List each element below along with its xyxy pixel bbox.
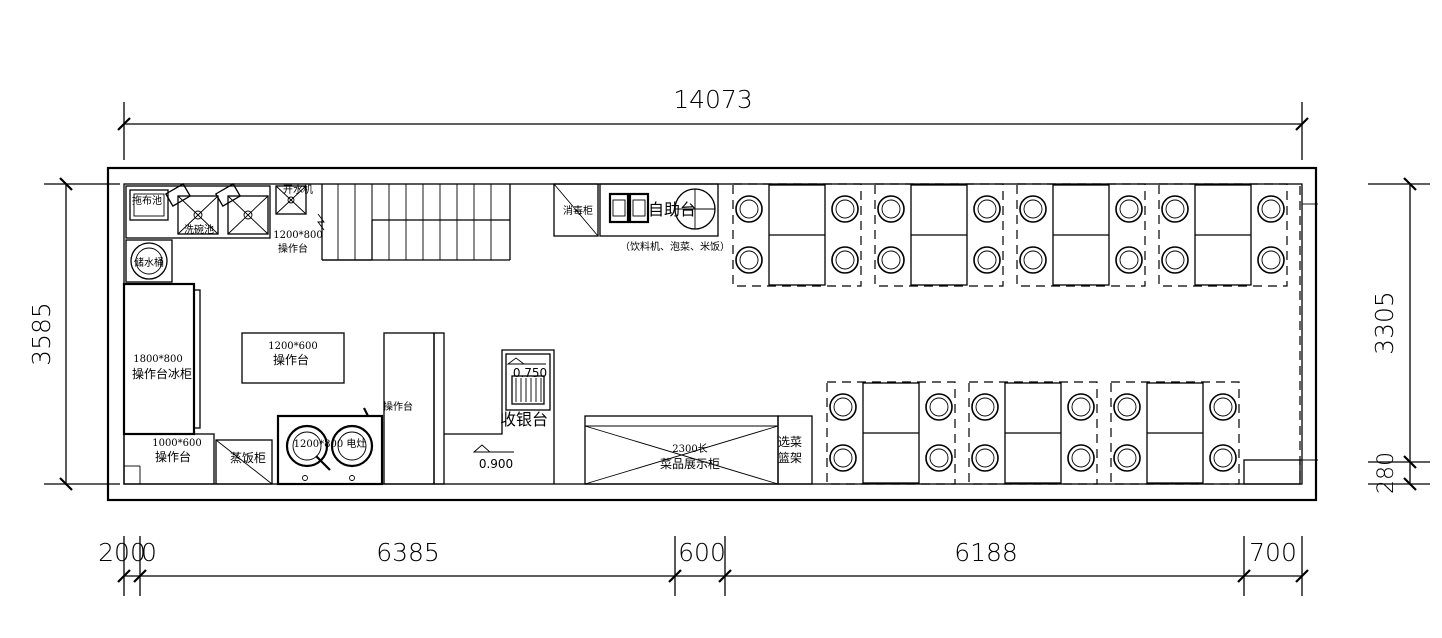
chair-seat — [975, 397, 995, 417]
dim-right-small: 280 — [1374, 452, 1399, 494]
chair-seat — [739, 199, 759, 219]
counter-mid: 操作台 — [383, 332, 445, 485]
label-counter-mid: 操作台 — [383, 400, 413, 413]
dining-table-set — [1110, 381, 1240, 485]
chair-seat — [977, 199, 997, 219]
chair-seat — [1213, 397, 1233, 417]
label-disinfect: 消毒柜 — [563, 204, 593, 217]
disinfect-cabinet: 消毒柜 — [553, 183, 599, 237]
chair-seat — [1117, 448, 1137, 468]
label-mop-sink: 拖布池 — [132, 194, 162, 207]
label-counter-1000-600-size: 1000*600 — [152, 438, 202, 449]
dining-table-set — [732, 183, 862, 287]
label-counter-1000-600-name: 操作台 — [155, 449, 191, 464]
label-water-heater: 开水机 — [283, 183, 313, 196]
label-self-service-note: （饮料机、泡菜、米饭） — [620, 240, 730, 253]
chair-seat — [1213, 448, 1233, 468]
chair-seat — [1117, 397, 1137, 417]
seating-zone — [1158, 183, 1288, 287]
seating-zone — [732, 183, 862, 287]
chair-seat — [1023, 250, 1043, 270]
chair-seat — [929, 397, 949, 417]
chair-seat — [1071, 397, 1091, 417]
chair-seat — [833, 448, 853, 468]
dim-bottom-600: 600 — [678, 538, 726, 567]
cashier-area: 0.750 收银台 0.900 — [444, 349, 555, 484]
dim-bottom-6188: 6188 — [954, 538, 1018, 567]
label-self-service: 自助台 — [648, 200, 696, 219]
seating-zone — [1016, 183, 1146, 287]
label-counter-1200-600-name: 操作台 — [273, 352, 309, 367]
chair-seat — [881, 199, 901, 219]
chair-seat — [835, 250, 855, 270]
label-level-900: 0.900 — [479, 457, 513, 471]
top-dimension: 14073 — [117, 85, 1309, 160]
left-dimension: 3585 — [27, 177, 120, 491]
stove: 1200*800 电灶 — [276, 407, 384, 486]
dim-right-height: 3305 — [1370, 291, 1399, 355]
label-fridge-name: 操作台冰柜 — [132, 366, 192, 381]
dim-total-width: 14073 — [673, 85, 753, 114]
right-boundary — [1243, 186, 1318, 485]
chair-seat — [1023, 199, 1043, 219]
label-counter-1200-800-name: 操作台 — [278, 242, 308, 255]
display-cabinet: 2300长 菜品展示柜 — [584, 415, 779, 485]
label-stove: 1200*800 电灶 — [294, 437, 367, 450]
dim-left-height: 3585 — [27, 302, 56, 366]
dim-bottom-6385: 6385 — [376, 538, 440, 567]
label-counter-1200-600-size: 1200*600 — [268, 341, 318, 352]
chair-seat — [1119, 199, 1139, 219]
chair-seat — [977, 250, 997, 270]
chair-seat — [929, 448, 949, 468]
chair-seat — [1261, 250, 1281, 270]
label-cashier: 收银台 — [500, 410, 548, 429]
self-service-station: 自助台 （饮料机、泡菜、米饭） — [599, 183, 730, 253]
label-fridge-size: 1800*800 — [133, 354, 183, 365]
dining-table-set — [1158, 183, 1288, 287]
chair-seat — [1071, 448, 1091, 468]
dim-bottom-700: 700 — [1249, 538, 1297, 567]
chair-seat — [739, 250, 759, 270]
chair-seat — [1119, 250, 1139, 270]
dining-table-set — [826, 381, 956, 485]
dining-table-set — [874, 183, 1004, 287]
dim-bottom-200: 200 — [98, 538, 146, 567]
chair-seat — [881, 250, 901, 270]
seating-zone — [874, 183, 1004, 287]
chair-seat — [975, 448, 995, 468]
seating-zone — [1110, 381, 1240, 485]
label-display-name: 菜品展示柜 — [660, 457, 720, 471]
dining-table-set — [968, 381, 1098, 485]
veg-rack: 选菜 篮架 — [777, 415, 813, 485]
water-barrel: 储水桶 — [125, 239, 173, 283]
label-wash-basin: 洗碗池 — [184, 223, 214, 236]
chair-seat — [1165, 199, 1185, 219]
right-dimension: 3305 280 — [1368, 177, 1430, 494]
bottom-dimension: 200 0 6385 600 6188 700 — [98, 536, 1309, 596]
chair-seat — [833, 397, 853, 417]
chair-seat — [1261, 199, 1281, 219]
label-display-len: 2300长 — [672, 443, 707, 455]
seating-zone — [826, 381, 956, 485]
dim-bottom-0: 0 — [141, 538, 157, 567]
label-veg-rack-1: 选菜 — [778, 435, 802, 449]
label-counter-1200-800-size: 1200*800 — [273, 230, 323, 241]
chair-seat — [1165, 250, 1185, 270]
counter-1000-600: 1000*600 操作台 — [123, 433, 215, 485]
seating-zone — [968, 381, 1098, 485]
dining-area — [732, 183, 1288, 485]
label-level-750: 0.750 — [513, 366, 547, 380]
water-heater: 开水机 1200*800 操作台 — [273, 183, 325, 255]
label-water-barrel: 储水桶 — [134, 256, 164, 269]
label-veg-rack-2: 篮架 — [778, 450, 802, 465]
rice-cabinet: 蒸饭柜 — [215, 439, 273, 485]
staircase — [321, 184, 511, 261]
fridge-counter: 1800*800 操作台冰柜 — [122, 282, 201, 436]
label-rice-cabinet: 蒸饭柜 — [230, 451, 266, 465]
sink-counter: 拖布池 洗碗池 — [125, 183, 271, 239]
counter-1200-600: 1200*600 操作台 — [241, 332, 345, 384]
dining-table-set — [1016, 183, 1146, 287]
chair-seat — [835, 199, 855, 219]
